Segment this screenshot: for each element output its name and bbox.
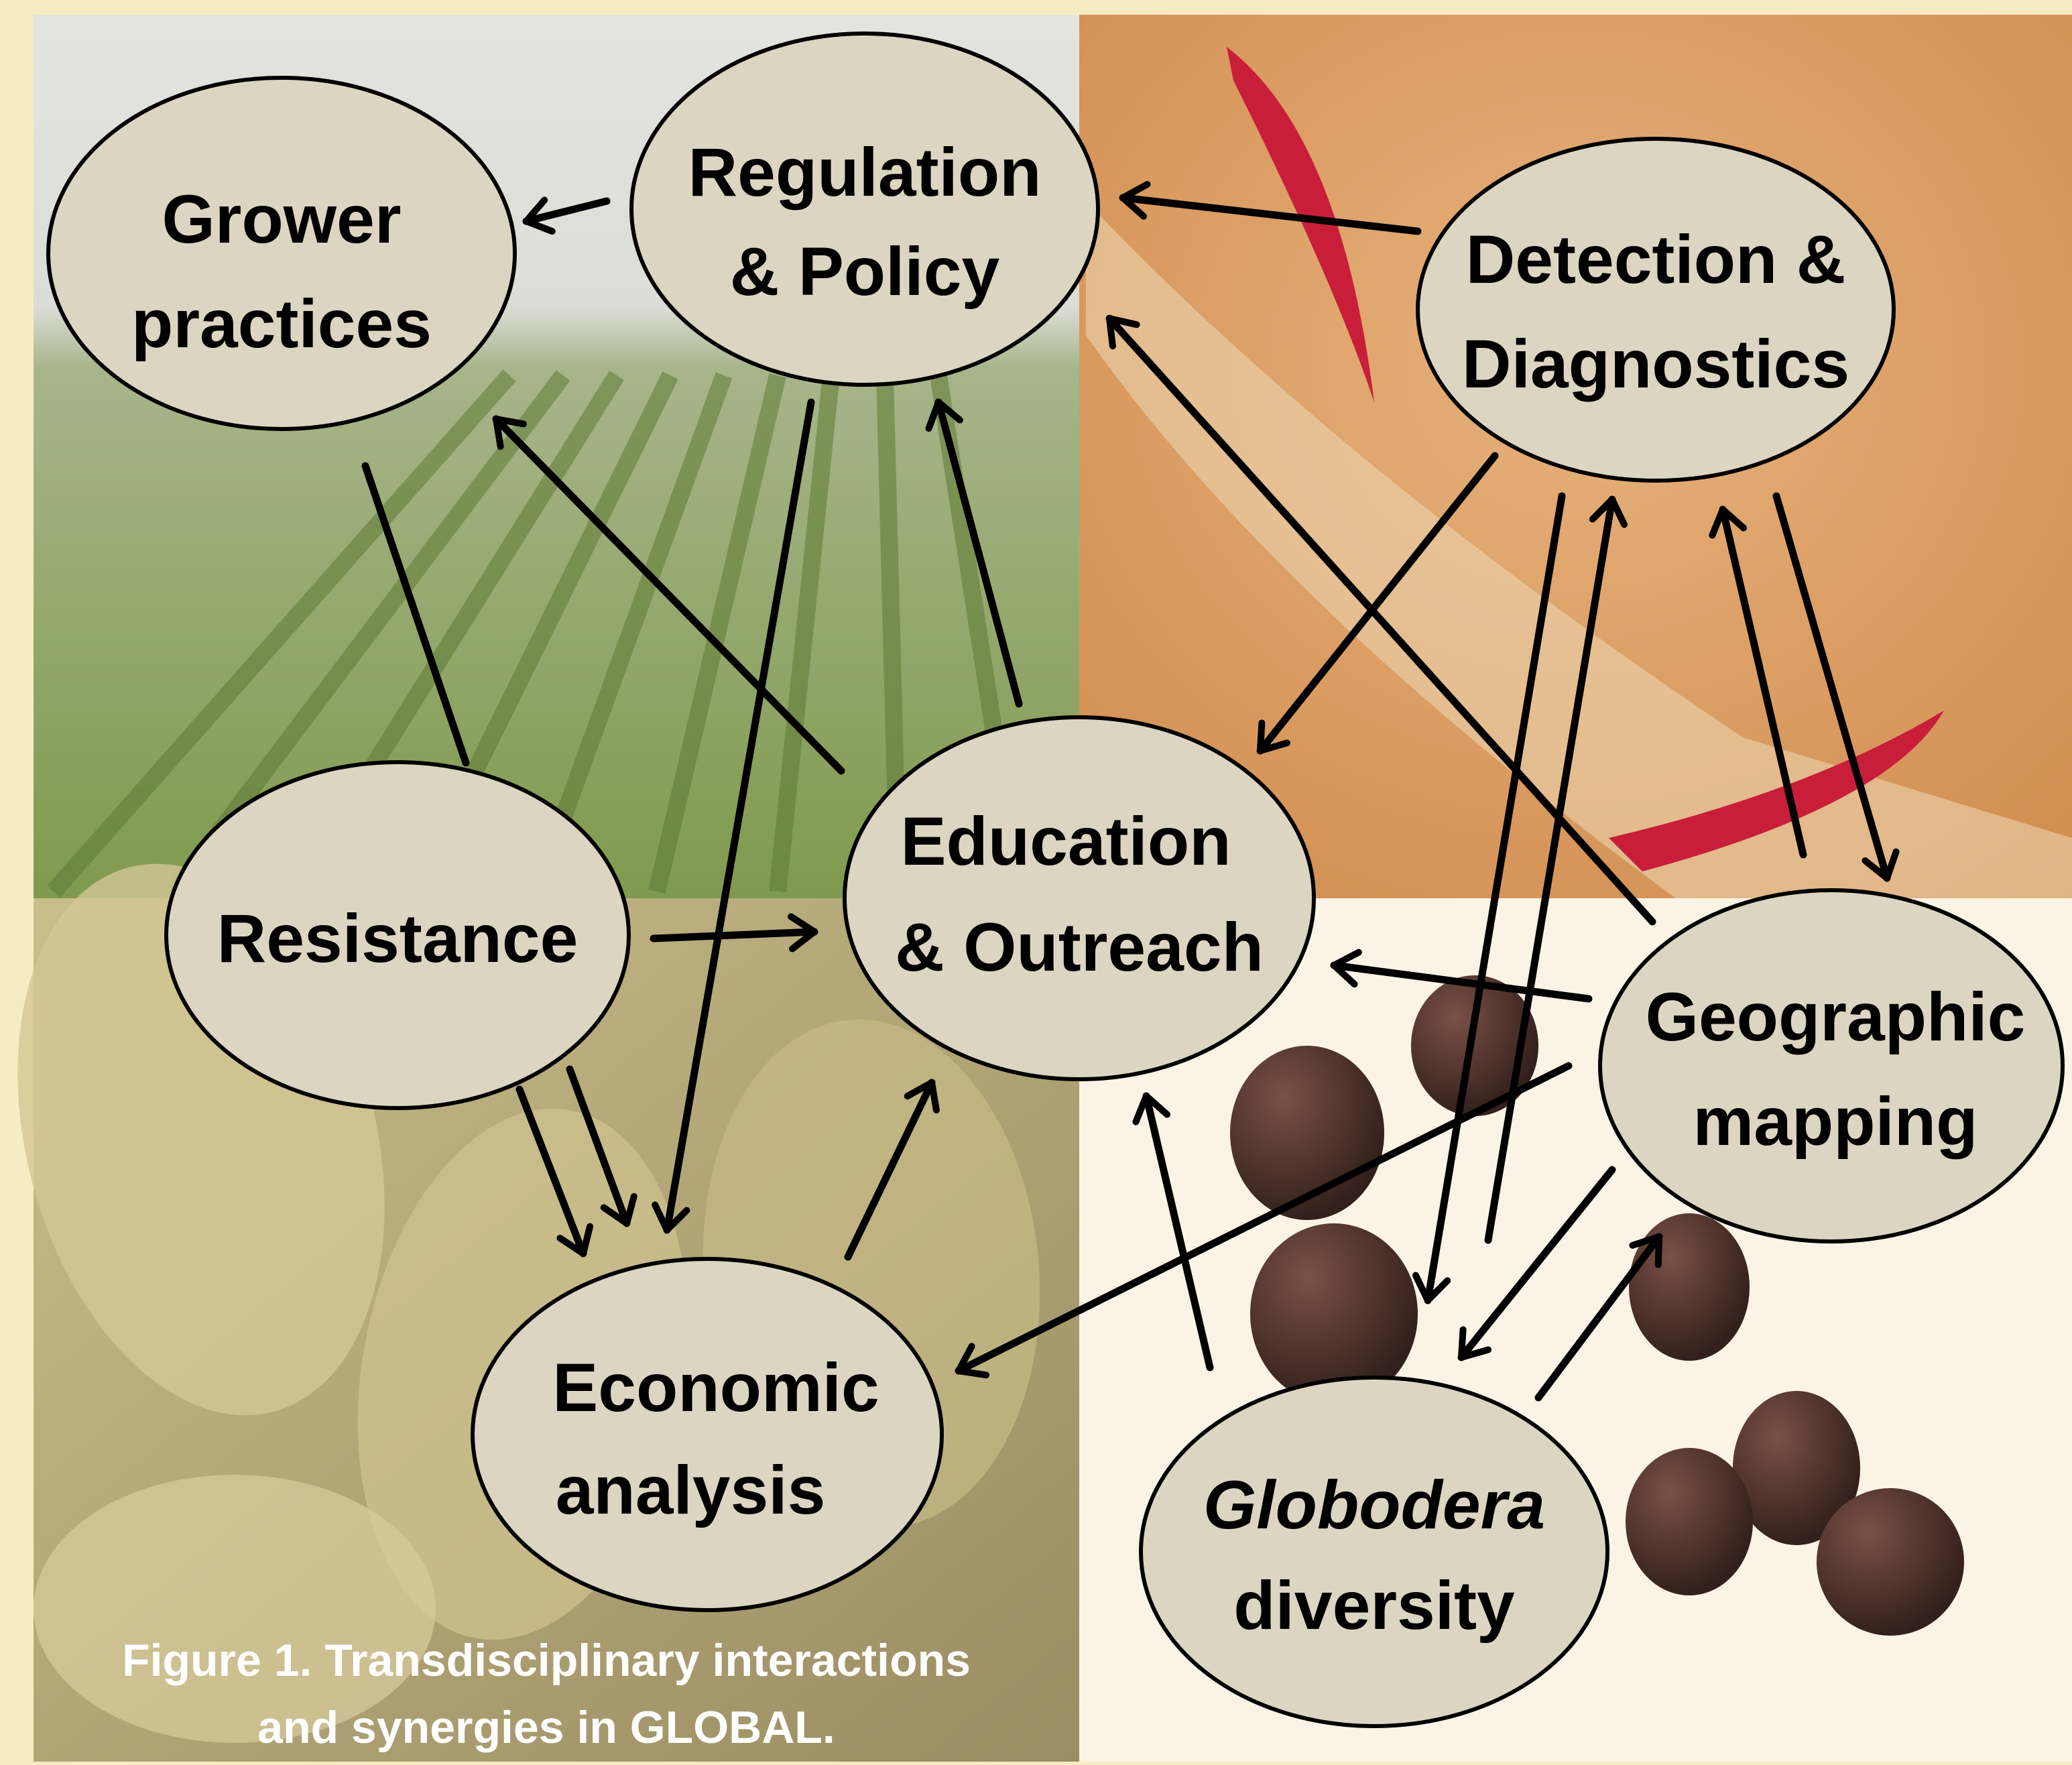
node-education-label-2: & Outreach	[895, 909, 1264, 985]
cyst-3	[1250, 1223, 1418, 1404]
node-globodera-diversity: Globodera diversity	[1139, 1376, 1609, 1728]
cyst-4	[1629, 1213, 1750, 1361]
cyst-5	[1733, 1391, 1860, 1545]
arrow-education-to-regulation	[925, 398, 1023, 708]
node-geographic-label-1: Geographic	[1646, 979, 2026, 1055]
arrow-economic-to-education	[844, 1079, 940, 1261]
arrow-detection-to-globodera	[1412, 492, 1566, 1304]
node-resistance: Resistance	[164, 760, 631, 1110]
arrow-detection-to-regulation	[1119, 180, 1422, 235]
arrow-geographic-to-economic	[955, 1062, 1573, 1379]
arrow-globodera-to-geographic	[1534, 1233, 1663, 1402]
node-resistance-label: Resistance	[217, 900, 578, 977]
cyst-2	[1411, 975, 1538, 1116]
caption-line-2: and synergies in GLOBAL.	[257, 1702, 835, 1753]
line-grower-resistance	[361, 462, 470, 767]
node-education-outreach: Education & Outreach	[843, 715, 1316, 1081]
arrow-regulation-to-economic	[652, 398, 815, 1234]
arrow-globodera-to-detection	[1484, 495, 1628, 1244]
node-economic-label-1: Economic	[552, 1349, 879, 1426]
node-geographic-label-2: mapping	[1693, 1083, 1978, 1160]
connector-arrows	[361, 180, 1900, 1402]
node-grower-label-2: practices	[131, 286, 432, 362]
arrow-geographic-to-detection	[1709, 505, 1807, 859]
figure-caption: Figure 1. Transdisciplinary interactions…	[122, 1635, 971, 1753]
node-geographic-mapping: Geographic mapping	[1598, 888, 2065, 1243]
arrow-detection-to-geographic	[1772, 492, 1900, 882]
node-globodera-label-1: Globodera	[1203, 1467, 1545, 1543]
arrow-education-to-grower	[492, 415, 845, 775]
node-economic-label-2: analysis	[556, 1452, 826, 1528]
node-regulation-label-2: & Policy	[730, 233, 1000, 310]
arrow-globodera-to-education	[1132, 1092, 1214, 1372]
arrow-resistance-to-economic-2	[566, 1065, 637, 1227]
red-stain-lower	[1609, 711, 1944, 871]
arrow-resistance-to-education	[650, 913, 818, 953]
node-regulation-label-1: Regulation	[688, 134, 1042, 210]
node-grower-label-1: Grower	[162, 181, 401, 257]
node-education-label-1: Education	[900, 803, 1231, 879]
cyst-6	[1626, 1448, 1753, 1595]
red-stain-upper	[1227, 47, 1374, 402]
node-globodera-label-2: diversity	[1233, 1567, 1515, 1644]
node-economic-analysis: Economic analysis	[471, 1257, 944, 1612]
arrow-resistance-to-economic-1	[515, 1085, 594, 1258]
caption-line-1: Figure 1. Transdisciplinary interactions	[122, 1635, 971, 1686]
cyst-7	[1817, 1488, 1964, 1636]
node-grower-practices: Grower practices	[46, 76, 517, 431]
node-detection-label-2: Diagnostics	[1462, 326, 1849, 402]
arrow-regulation-to-grower	[522, 196, 611, 235]
node-detection-diagnostics: Detection & Diagnostics	[1416, 137, 1896, 483]
arrow-geographic-to-education	[1330, 949, 1593, 1003]
node-detection-label-1: Detection &	[1466, 221, 1846, 298]
node-regulation-policy: Regulation & Policy	[629, 32, 1100, 387]
arrow-detection-to-education	[1256, 452, 1499, 755]
arrow-geographic-to-globodera	[1457, 1166, 1616, 1361]
